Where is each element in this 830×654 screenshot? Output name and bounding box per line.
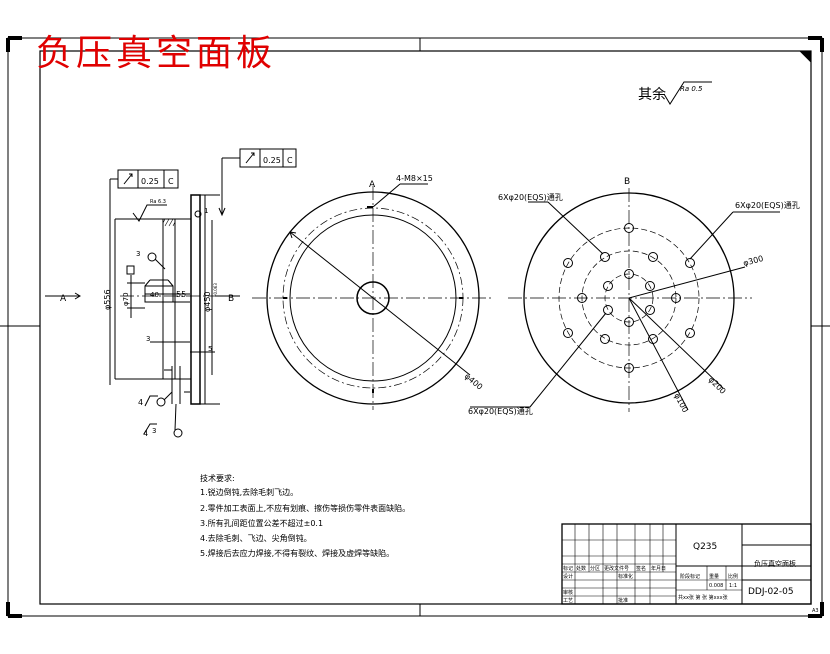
holes-inner (603, 269, 655, 327)
tolerance-frame-1 (109, 169, 179, 385)
svg-text:55: 55 (176, 290, 186, 299)
svg-text:技术要求:: 技术要求: (200, 473, 235, 483)
side-view (45, 148, 297, 438)
svg-text:负压真空面板: 负压真空面板 (754, 559, 796, 568)
svg-text:Ra 6.3: Ra 6.3 (150, 199, 166, 205)
svg-text:C: C (287, 156, 293, 165)
svg-text:1: 1 (204, 207, 208, 215)
svg-text:A: A (60, 294, 67, 304)
svg-text:5: 5 (208, 345, 212, 353)
svg-text:4-M8×15: 4-M8×15 (396, 174, 433, 183)
technical-requirements: 技术要求: 1.锐边倒钝,去除毛刺飞边。 2.零件加工表面上,不应有划痕、擦伤等… (200, 473, 410, 558)
svg-text:40: 40 (150, 291, 159, 299)
svg-text:φ400: φ400 (463, 372, 485, 392)
svg-text:4: 4 (143, 429, 148, 438)
svg-text:DDJ-02-05: DDJ-02-05 (748, 587, 794, 597)
svg-text:C: C (168, 177, 174, 186)
svg-text:B: B (624, 177, 630, 187)
svg-text:签名: 签名 (636, 565, 646, 572)
svg-text:其余: 其余 (638, 86, 666, 103)
drawing-title: 负压真空面板 (36, 33, 277, 74)
svg-text:4: 4 (138, 398, 143, 407)
front-view-a (252, 183, 494, 410)
svg-text:分区: 分区 (590, 565, 600, 572)
sheet-frame (0, 36, 830, 618)
back-view-b (470, 188, 780, 412)
svg-text:1:1: 1:1 (729, 583, 737, 589)
svg-text:φ200: φ200 (707, 375, 728, 396)
svg-text:6Xφ20(EQS)通孔: 6Xφ20(EQS)通孔 (735, 200, 800, 210)
side-view-labels: 0.25 C 0.25 C Ra 6.3 φ556 φ70 40 55 3 5 … (60, 156, 293, 438)
svg-text:批准: 批准 (618, 597, 628, 604)
title-block-labels: Q235 负压真空面板 DDJ-02-05 标记 处数 分区 更改文件号 签名 … (563, 542, 796, 604)
sheet-size: A3 (812, 608, 819, 614)
svg-text:Ra 0.5: Ra 0.5 (680, 85, 703, 93)
svg-text:φ70: φ70 (122, 292, 130, 306)
svg-text:3: 3 (152, 427, 156, 435)
svg-text:φ556: φ556 (103, 289, 112, 310)
svg-text:设计: 设计 (563, 573, 573, 580)
svg-text:0.008: 0.008 (709, 583, 723, 589)
svg-text:φ300: φ300 (742, 254, 764, 268)
svg-text:更改文件号: 更改文件号 (604, 565, 629, 572)
svg-text:6Xφ20(EQS)通孔: 6Xφ20(EQS)通孔 (498, 192, 563, 202)
svg-text:-0.063: -0.063 (213, 283, 218, 296)
svg-text:处数: 处数 (576, 565, 586, 572)
surface-roughness-note: 其余 Ra 0.5 (638, 81, 712, 105)
svg-text:B: B (228, 294, 234, 304)
tolerance-frame-2 (218, 148, 297, 217)
svg-text:1.锐边倒钝,去除毛刺飞边。: 1.锐边倒钝,去除毛刺飞边。 (200, 487, 298, 497)
svg-text:Q235: Q235 (693, 542, 717, 552)
svg-text:6Xφ20(EQS)通孔: 6Xφ20(EQS)通孔 (468, 406, 533, 416)
svg-text:年月日: 年月日 (651, 565, 666, 572)
svg-text:0.25: 0.25 (141, 177, 159, 186)
svg-text:0.25: 0.25 (263, 156, 281, 165)
svg-text:3: 3 (146, 335, 150, 343)
svg-text:比例: 比例 (728, 573, 738, 580)
svg-text:工艺: 工艺 (563, 598, 573, 604)
svg-text:审核: 审核 (563, 589, 573, 596)
svg-text:阶段标记: 阶段标记 (680, 573, 700, 580)
svg-text:φ100: φ100 (672, 392, 690, 414)
svg-text:共xx张 第 张 第xxx张: 共xx张 第 张 第xxx张 (678, 594, 728, 601)
svg-text:重量: 重量 (709, 573, 719, 580)
svg-text:A: A (369, 180, 376, 190)
svg-text:3: 3 (136, 250, 140, 258)
svg-text:4.去除毛刺、飞边、尖角倒钝。: 4.去除毛刺、飞边、尖角倒钝。 (200, 533, 312, 543)
title-block (561, 523, 812, 605)
svg-text:5.焊接后去应力焊接,不得有裂纹、焊接及虚焊等缺陷。: 5.焊接后去应力焊接,不得有裂纹、焊接及虚焊等缺陷。 (200, 548, 394, 558)
svg-text:标准化: 标准化 (618, 573, 633, 580)
svg-text:标记: 标记 (563, 565, 573, 572)
svg-text:3.所有孔间距位置公差不超过±0.1: 3.所有孔间距位置公差不超过±0.1 (200, 518, 323, 528)
svg-text:2.零件加工表面上,不应有划痕、擦伤等损伤零件表面缺陷。: 2.零件加工表面上,不应有划痕、擦伤等损伤零件表面缺陷。 (200, 503, 410, 513)
svg-text:φ450: φ450 (203, 291, 212, 312)
